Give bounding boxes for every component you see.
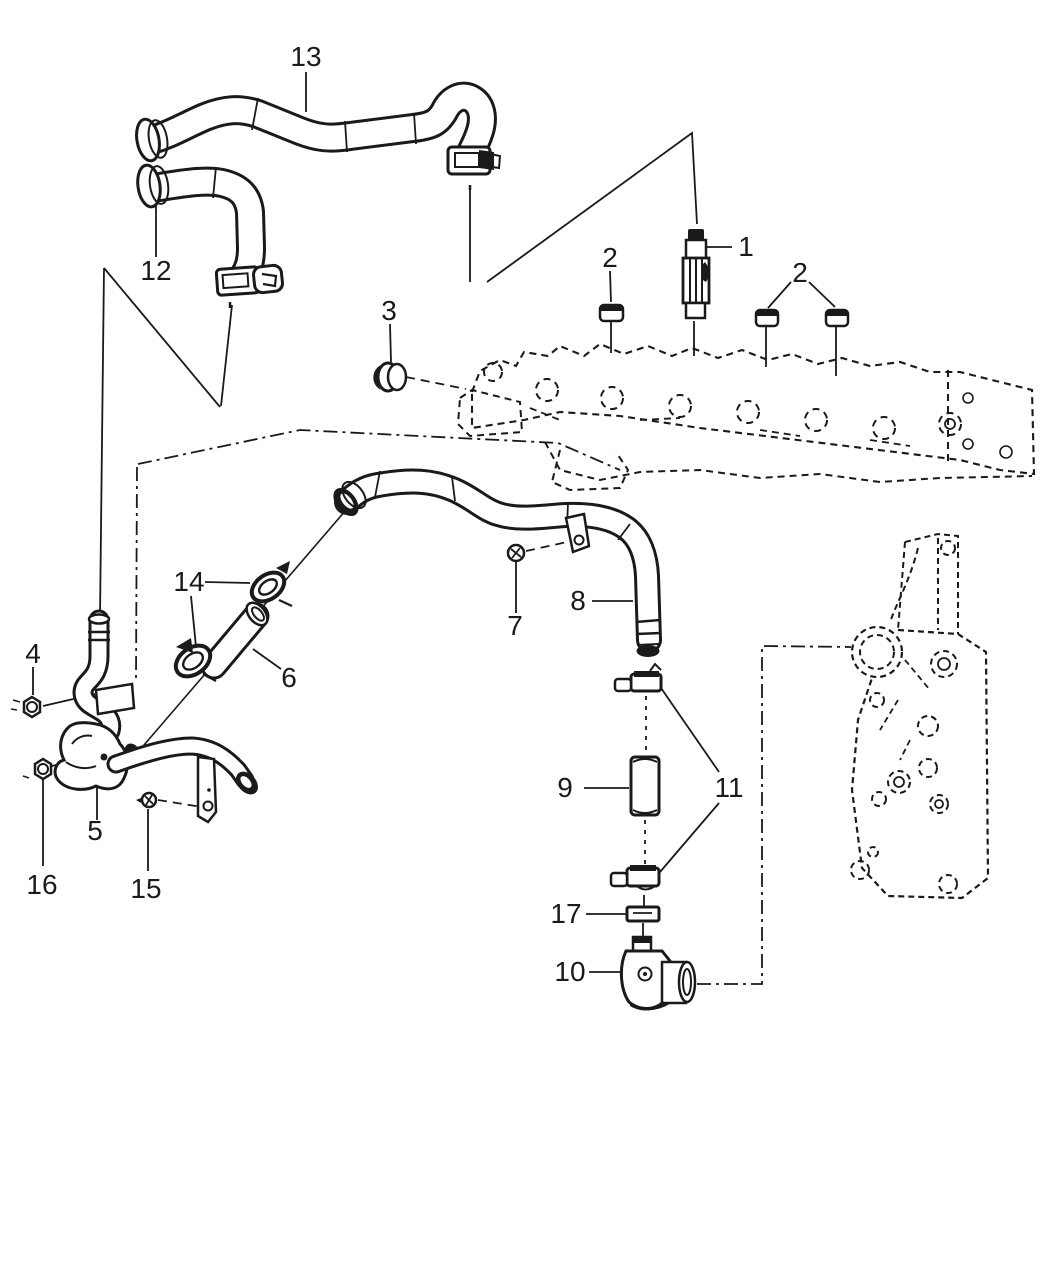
hose-8-bracket-clip (564, 512, 591, 554)
leader-lines (32, 72, 837, 973)
hose-8-lower-ferrule (635, 618, 662, 657)
engine-bracket-phantom (850, 532, 990, 900)
hose-13-clamp (446, 145, 502, 190)
pipe-5-bracket-plate (94, 682, 136, 716)
hose-8 (333, 468, 662, 657)
pipe-assembly-5 (53, 609, 258, 824)
pipe-5-housing (53, 721, 129, 791)
clamp-11-lower (609, 865, 661, 906)
nut-16 (22, 757, 53, 781)
hose-13-end-fitting (135, 117, 169, 163)
cylinder-head-phantom (456, 342, 1036, 492)
bolt-7 (506, 543, 526, 563)
cap-2-left (598, 303, 625, 323)
hose-13 (135, 81, 502, 190)
elbow-10 (620, 935, 697, 1011)
reference-dash-dot-lines (135, 429, 852, 985)
hose-12 (136, 163, 284, 308)
tube-9 (629, 755, 661, 817)
sensor-1 (681, 229, 711, 356)
hose-8-end-ferrule (333, 480, 367, 517)
clamp-14-lower (173, 638, 217, 682)
cap-2-middle (754, 308, 780, 328)
clamp-11-upper (613, 662, 663, 693)
cup-plug-3 (373, 361, 408, 393)
cap-2-right (824, 308, 850, 328)
hose-12-end-fitting (136, 163, 170, 209)
spacer-17 (625, 905, 661, 937)
hose-12-clamp (214, 263, 284, 308)
nut-4 (10, 695, 42, 719)
pipe-5-bracket-tab (196, 755, 218, 824)
clamp-14-upper (249, 561, 293, 607)
screw-15 (136, 791, 158, 809)
tube-6 (200, 601, 270, 680)
